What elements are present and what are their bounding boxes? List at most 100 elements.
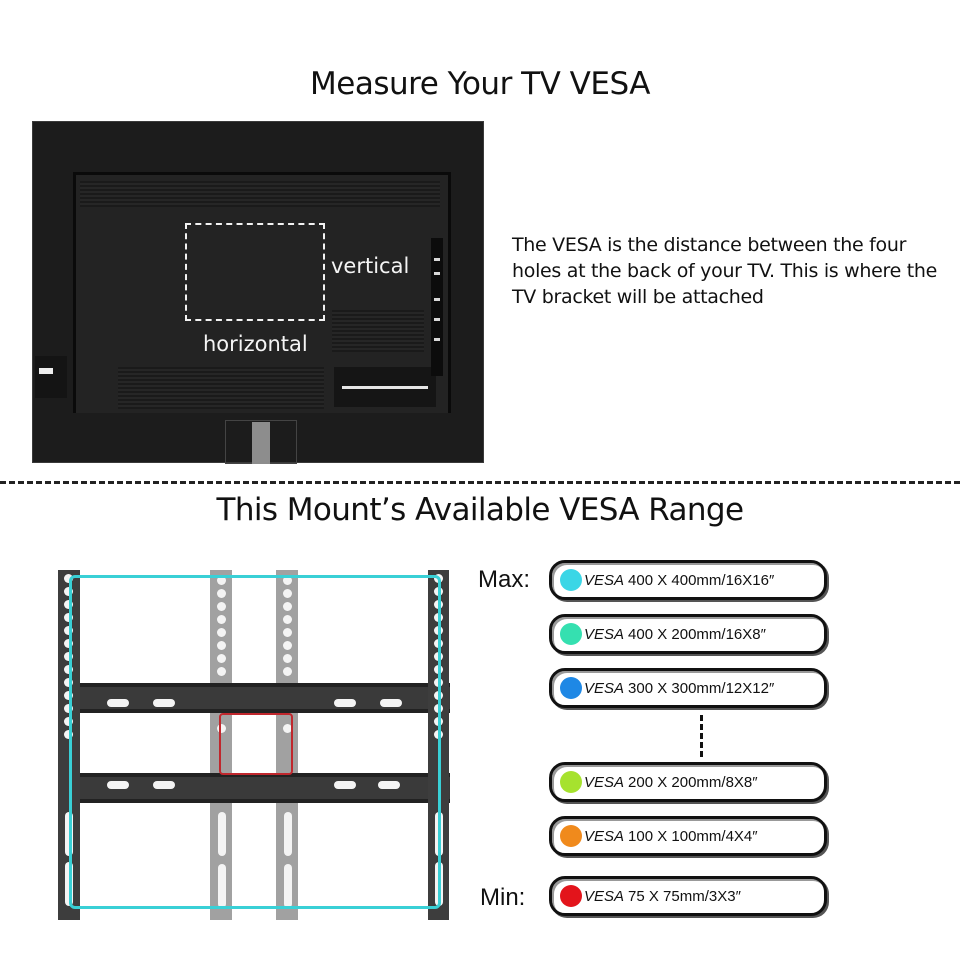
range-size: 100 X 100mm/4X4″ (628, 827, 758, 845)
hole (217, 641, 226, 650)
bar-slot (334, 699, 356, 707)
sticker-mark (39, 368, 53, 374)
horizontal-bar-top (58, 683, 450, 713)
side-vent (332, 310, 424, 352)
side-port-strip (431, 238, 443, 376)
hole (64, 704, 73, 713)
port-dot (434, 272, 440, 275)
page-title-range: This Mount’s Available VESA Range (216, 492, 745, 528)
tv-label-sticker (35, 356, 67, 398)
hole (64, 652, 73, 661)
hole (283, 589, 292, 598)
hole (64, 587, 73, 596)
bar-slot (153, 699, 175, 707)
range-prefix: VESA (584, 827, 625, 845)
hole (217, 576, 226, 585)
port-dot (434, 338, 440, 341)
hole (283, 654, 292, 663)
page-title-measure: Measure Your TV VESA (310, 66, 650, 102)
hole (64, 691, 73, 700)
hole (64, 639, 73, 648)
hole (217, 602, 226, 611)
hole (64, 717, 73, 726)
range-continuation-dashes (700, 715, 703, 757)
hole (64, 600, 73, 609)
hole (283, 628, 292, 637)
hole (64, 730, 73, 739)
mount-bracket-diagram (58, 570, 450, 920)
hole (217, 667, 226, 676)
range-prefix: VESA (584, 679, 625, 697)
vesa-hole-pattern-outline (185, 223, 325, 321)
vertical-strip-left (210, 570, 232, 920)
hole (283, 602, 292, 611)
hole (283, 576, 292, 585)
range-prefix: VESA (584, 571, 625, 589)
section-divider (0, 481, 960, 484)
max-label: Max: (478, 566, 531, 593)
hole (283, 615, 292, 624)
color-dot-icon (560, 623, 582, 645)
color-dot-icon (560, 825, 582, 847)
strip-slot (218, 812, 226, 856)
range-size: 400 X 400mm/16X16″ (628, 571, 775, 589)
vesa-description: The VESA is the distance between the fou… (512, 234, 938, 308)
hole (64, 678, 73, 687)
horizontal-label: horizontal (203, 332, 308, 356)
hole (283, 641, 292, 650)
port-bar (342, 386, 428, 389)
bar-slot (334, 781, 356, 789)
range-size: 75 X 75mm/3X3″ (628, 887, 741, 905)
range-size: 200 X 200mm/8X8″ (628, 773, 758, 791)
vertical-label: vertical (331, 254, 410, 278)
stand-neck (252, 422, 270, 464)
hole (217, 654, 226, 663)
bar-slot (153, 781, 175, 789)
hole (217, 628, 226, 637)
bar-slot (107, 699, 129, 707)
tv-back-image: vertical horizontal (32, 121, 484, 464)
range-prefix: VESA (584, 625, 625, 643)
color-dot-icon (560, 885, 582, 907)
tv-back-panel (73, 172, 451, 413)
hole (217, 615, 226, 624)
hole (283, 667, 292, 676)
hole (64, 665, 73, 674)
color-dot-icon (560, 569, 582, 591)
hole (217, 589, 226, 598)
hole (64, 574, 73, 583)
io-port-panel (334, 367, 436, 407)
port-dot (434, 318, 440, 321)
range-prefix: VESA (584, 887, 625, 905)
hole (217, 724, 226, 733)
min-label: Min: (480, 884, 526, 911)
port-dot (434, 298, 440, 301)
hole (64, 613, 73, 622)
range-size: 300 X 300mm/12X12″ (628, 679, 775, 697)
hole (283, 724, 292, 733)
color-dot-icon (560, 677, 582, 699)
range-size: 400 X 200mm/16X8″ (628, 625, 766, 643)
bar-slot (380, 699, 402, 707)
range-prefix: VESA (584, 773, 625, 791)
strip-slot (284, 812, 292, 856)
bottom-vent (118, 367, 324, 409)
strip-slot (284, 864, 292, 908)
top-vent (80, 181, 440, 207)
max-vesa-outline (69, 575, 441, 909)
bar-slot (378, 781, 400, 789)
color-dot-icon (560, 771, 582, 793)
strip-slot (218, 864, 226, 908)
bar-slot (107, 781, 129, 789)
